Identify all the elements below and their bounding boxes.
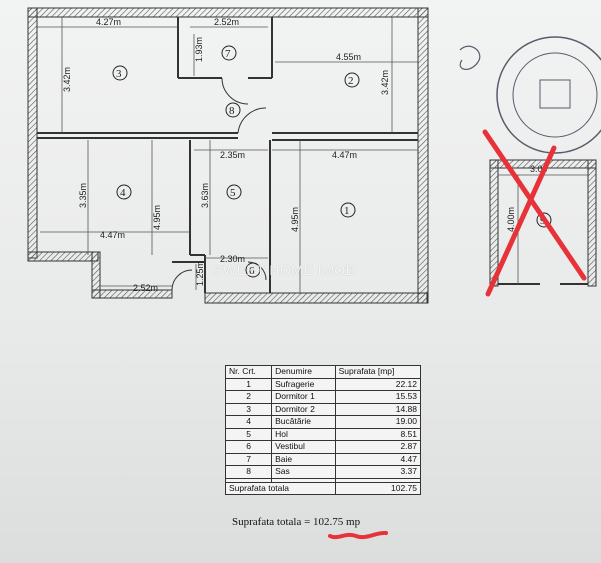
dim-label: 2.52m — [214, 17, 239, 27]
dim-label: 1.25m — [195, 261, 205, 286]
annex-plan: 3.00 4.00m 9 — [489, 159, 597, 287]
dim-label: 2.52m — [133, 283, 158, 293]
watermark: SWEET HOME IMOB — [213, 262, 356, 278]
room-numbers: 3 2 7 8 4 5 1 6 — [116, 48, 354, 277]
dim-label: 4.27m — [96, 17, 121, 27]
total-area-text: Suprafata totala = 102.75 mp — [232, 516, 361, 528]
svg-text:5: 5 — [230, 187, 236, 199]
dim-label: 4.47m — [100, 230, 125, 240]
svg-text:8: 8 — [229, 105, 235, 117]
dim-label: 3.42m — [380, 70, 390, 95]
svg-text:2: 2 — [348, 75, 354, 87]
walls — [27, 7, 429, 304]
dim-label: 3.00 — [530, 164, 548, 174]
official-seal-stamp — [459, 36, 601, 154]
dim-label: 3.63m — [200, 183, 210, 208]
svg-text:7: 7 — [225, 48, 231, 60]
dim-label: 2.30m — [220, 254, 245, 264]
svg-text:3: 3 — [116, 68, 122, 80]
door-swings — [171, 77, 267, 291]
dim-label: 4.55m — [336, 52, 361, 62]
dimension-lines — [37, 17, 418, 293]
dim-label: 4.95m — [152, 205, 162, 230]
room-markers — [112, 45, 360, 278]
dim-label: 4.47m — [332, 150, 357, 160]
interior-walls — [37, 17, 418, 293]
svg-text:4: 4 — [120, 187, 126, 199]
dim-label: 1.93m — [194, 37, 204, 62]
dim-label: 4.00m — [506, 207, 516, 232]
red-cross-annotation — [482, 129, 587, 297]
dim-label: 2.35m — [220, 150, 245, 160]
table-header-row: Nr. Crt. Denumire Suprafata [mp] — [224, 365, 422, 379]
svg-text:1: 1 — [344, 205, 350, 217]
dim-label: 3.35m — [78, 183, 88, 208]
dimension-labels: 4.27m 2.52m 3.42m 1.93m 4.55m 3.42m 2.35… — [62, 17, 390, 293]
svg-text:6: 6 — [249, 265, 255, 277]
table-total-row: Suprafata totala 102.75 — [225, 481, 422, 495]
dim-label: 4.95m — [290, 207, 300, 232]
table-spacer-row — [224, 477, 422, 483]
dim-label: 3.42m — [62, 67, 72, 92]
